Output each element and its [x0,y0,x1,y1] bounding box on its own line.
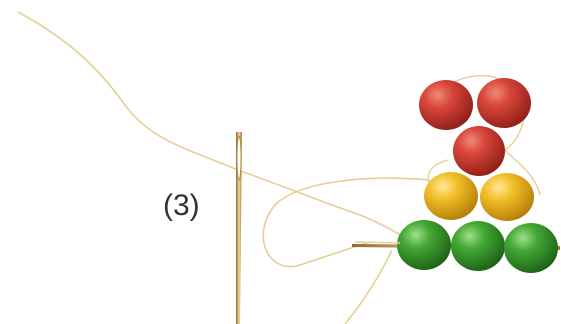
thread-end [355,242,400,243]
bead-yellow-1 [424,172,478,220]
bead-yellow-2 [480,173,534,221]
thread-tail [345,250,392,324]
needle [236,132,242,324]
bead-green-2 [451,221,505,271]
bead-green-3 [504,223,558,273]
bead-red-2 [477,78,531,128]
thread-strand [18,12,410,240]
bead-green-1 [397,220,451,270]
bead-red-3 [453,126,505,176]
bead-red-1 [419,80,473,130]
step-label: (3) [163,186,200,226]
